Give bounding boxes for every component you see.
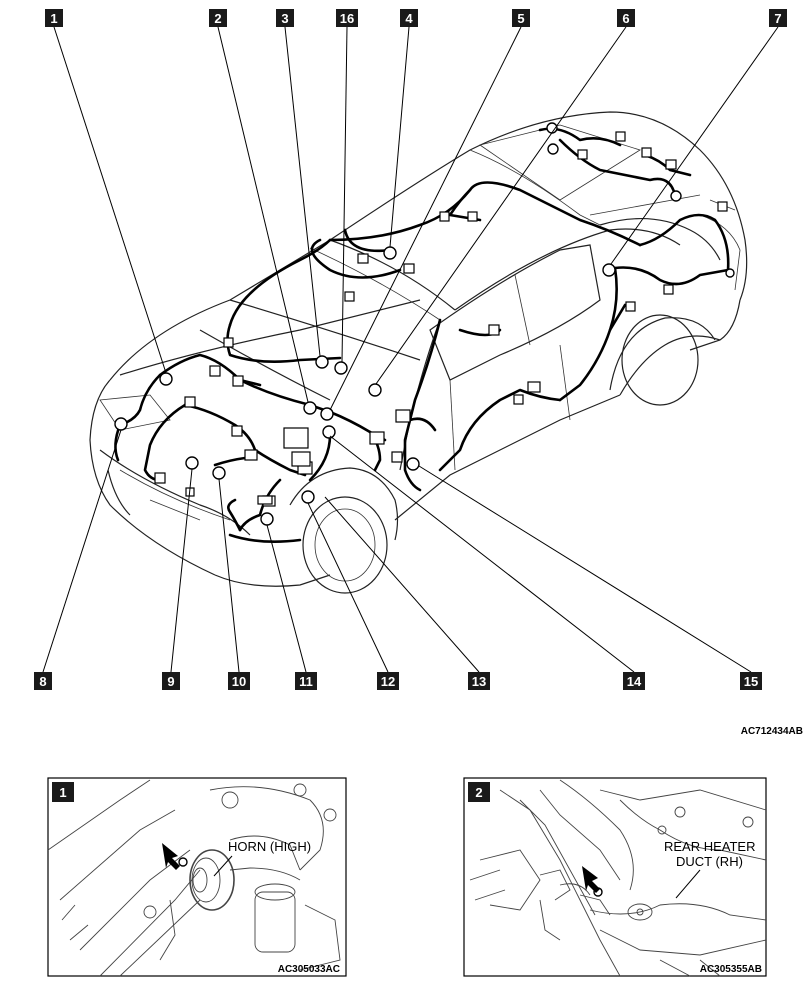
svg-text:5: 5 bbox=[517, 11, 524, 26]
callout-6: 6 bbox=[617, 9, 635, 27]
callout-9: 9 bbox=[162, 672, 180, 690]
svg-text:16: 16 bbox=[340, 11, 354, 26]
detail-view-2-label-line2: DUCT (RH) bbox=[676, 854, 743, 869]
main-figure-code: AC712434AB bbox=[741, 726, 803, 737]
callout-4: 4 bbox=[400, 9, 418, 27]
detail-view-1-number: 1 bbox=[59, 785, 66, 800]
detail-view-1-label: HORN (HIGH) bbox=[228, 839, 311, 854]
svg-text:12: 12 bbox=[381, 674, 395, 689]
wiring-harness bbox=[114, 127, 730, 543]
callout-8: 8 bbox=[34, 672, 52, 690]
svg-text:14: 14 bbox=[627, 674, 642, 689]
detail-view-1-illustration bbox=[47, 779, 341, 977]
svg-text:2: 2 bbox=[214, 11, 221, 26]
arrow-indicator-icon bbox=[162, 843, 180, 870]
callout-12: 12 bbox=[377, 672, 399, 690]
detail-view-2: 2 REAR HEATER DUCT (RH) AC305355AB bbox=[463, 777, 767, 977]
svg-text:10: 10 bbox=[232, 674, 246, 689]
callout-5: 5 bbox=[512, 9, 530, 27]
svg-text:13: 13 bbox=[472, 674, 486, 689]
svg-text:6: 6 bbox=[622, 11, 629, 26]
svg-text:8: 8 bbox=[39, 674, 46, 689]
detail-view-2-number: 2 bbox=[475, 785, 482, 800]
svg-text:11: 11 bbox=[299, 674, 313, 689]
callout-3: 3 bbox=[276, 9, 294, 27]
arrow-indicator-icon bbox=[582, 866, 600, 893]
svg-text:15: 15 bbox=[744, 674, 758, 689]
car-body-outline bbox=[89, 111, 748, 594]
svg-text:3: 3 bbox=[281, 11, 288, 26]
callout-1: 1 bbox=[45, 9, 63, 27]
detail-view-1-figure-code: AC305033AC bbox=[278, 964, 340, 975]
callout-7: 7 bbox=[769, 9, 787, 27]
svg-text:4: 4 bbox=[405, 11, 413, 26]
callout-15: 15 bbox=[740, 672, 762, 690]
harness-connectors bbox=[154, 131, 728, 507]
svg-text:1: 1 bbox=[50, 11, 57, 26]
callout-14: 14 bbox=[623, 672, 645, 690]
callout-16: 16 bbox=[336, 9, 358, 27]
ground-points bbox=[114, 122, 735, 526]
callout-11: 11 bbox=[295, 672, 317, 690]
leader-lines bbox=[42, 26, 779, 673]
callout-13: 13 bbox=[468, 672, 490, 690]
svg-text:9: 9 bbox=[167, 674, 174, 689]
svg-text:7: 7 bbox=[774, 11, 781, 26]
detail-view-2-label-line1: REAR HEATER bbox=[664, 839, 756, 854]
callout-10: 10 bbox=[228, 672, 250, 690]
detail-view-2-illustration bbox=[469, 779, 767, 977]
detail-view-2-figure-code: AC305355AB bbox=[700, 964, 762, 975]
detail-view-1: 1 HORN (HIGH) AC305033AC bbox=[47, 777, 347, 977]
callout-2: 2 bbox=[209, 9, 227, 27]
